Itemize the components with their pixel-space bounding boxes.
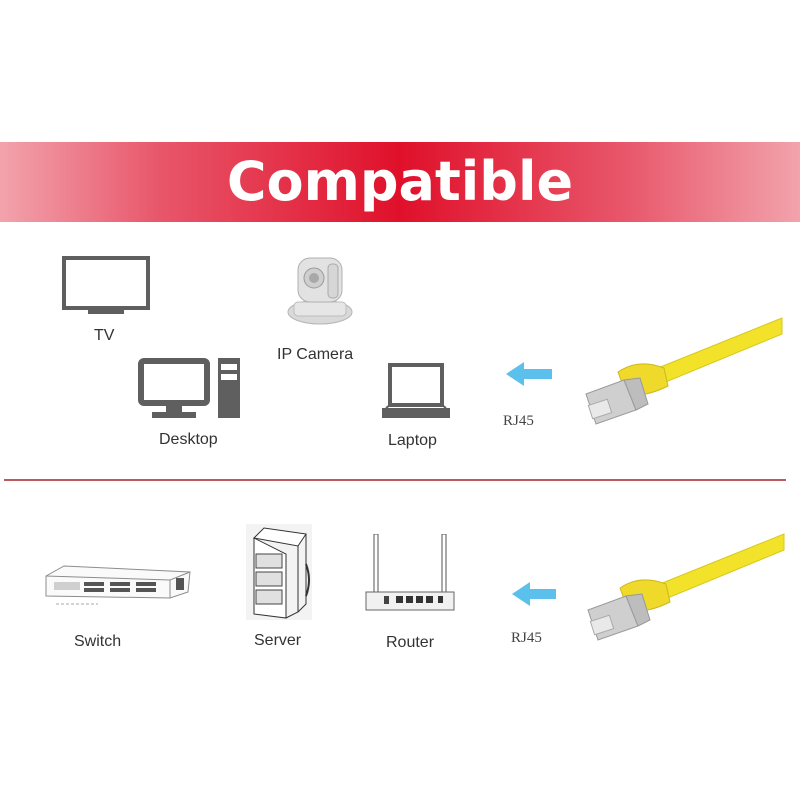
desktop-icon: [138, 358, 240, 418]
server-label: Server: [254, 632, 302, 649]
arrow-left-icon: [506, 362, 552, 386]
switch-label: Switch: [74, 633, 122, 650]
banner-title: Compatible: [226, 150, 574, 213]
desktop-label: Desktop: [159, 431, 218, 448]
tv-icon: [62, 256, 150, 314]
rj45-label: RJ45: [511, 630, 542, 646]
laptop-label: Laptop: [388, 432, 437, 449]
compatible-banner: Compatible: [0, 142, 800, 222]
rj45-label: RJ45: [503, 413, 534, 429]
server-icon: [246, 524, 312, 620]
laptop-icon: [382, 363, 450, 418]
ip-camera-label: IP Camera: [277, 346, 354, 363]
ip-camera-icon: [287, 257, 353, 325]
router-icon: [365, 534, 455, 611]
router-label: Router: [386, 634, 435, 651]
switch-icon: [45, 565, 191, 605]
arrow-left-icon: [512, 582, 556, 606]
section-divider: [4, 479, 786, 481]
rj45-cable-icon: [587, 533, 785, 641]
rj45-cable-icon: [585, 317, 783, 425]
tv-label: TV: [94, 327, 115, 344]
